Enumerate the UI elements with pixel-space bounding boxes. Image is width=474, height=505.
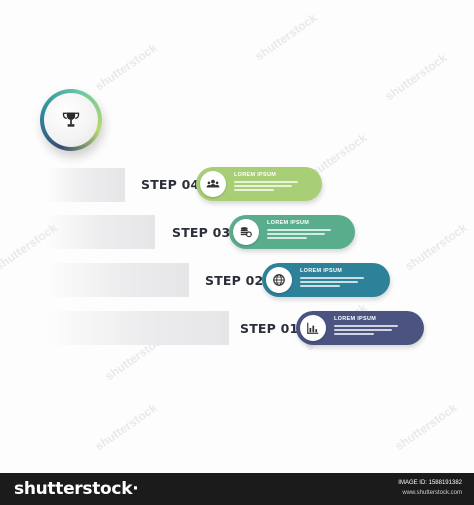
trophy-icon (62, 112, 80, 127)
step-03-bar (45, 215, 155, 249)
step-02-label: STEP 02 (205, 273, 264, 288)
step-02-card: LOREM IPSUM (262, 263, 390, 297)
infographic-canvas: shutterstock shutterstock shutterstock s… (0, 10, 470, 454)
step-02-bar (45, 263, 189, 297)
step-02-title: LOREM IPSUM (300, 268, 343, 274)
globe-icon (273, 274, 285, 286)
watermark: shutterstock (382, 50, 450, 104)
step-03-text-placeholder (267, 229, 331, 241)
step-01-bar (45, 311, 229, 345)
watermark: shutterstock (392, 400, 460, 454)
step-01-card: LOREM IPSUM (296, 311, 424, 345)
people-icon (206, 179, 220, 188)
bar-chart-icon (307, 322, 319, 334)
step-04-title: LOREM IPSUM (234, 172, 277, 178)
step-03-title: LOREM IPSUM (267, 220, 310, 226)
footer-bar: shutterstock· IMAGE ID: 1588191382 www.s… (0, 473, 474, 505)
watermark: shutterstock (92, 40, 160, 94)
watermark: shutterstock (92, 400, 160, 454)
trophy-badge (40, 89, 102, 151)
step-04-bar (45, 168, 125, 202)
watermark: shutterstock (252, 10, 320, 64)
step-04-text-placeholder (234, 181, 298, 193)
step-04-label: STEP 04 (141, 177, 200, 192)
coins-icon (240, 227, 252, 238)
step-03-label: STEP 03 (172, 225, 231, 240)
shutterstock-logo[interactable]: shutterstock· (14, 479, 139, 499)
step-04-card: LOREM IPSUM (196, 167, 322, 201)
step-01-title: LOREM IPSUM (334, 316, 377, 322)
watermark: shutterstock (402, 220, 470, 274)
site-url[interactable]: www.shutterstock.com (402, 490, 462, 496)
step-01-label: STEP 01 (240, 321, 299, 336)
step-01-text-placeholder (334, 325, 398, 337)
step-03-card: LOREM IPSUM (229, 215, 355, 249)
step-02-text-placeholder (300, 277, 364, 289)
image-id: IMAGE ID: 1588191382 (398, 480, 462, 486)
